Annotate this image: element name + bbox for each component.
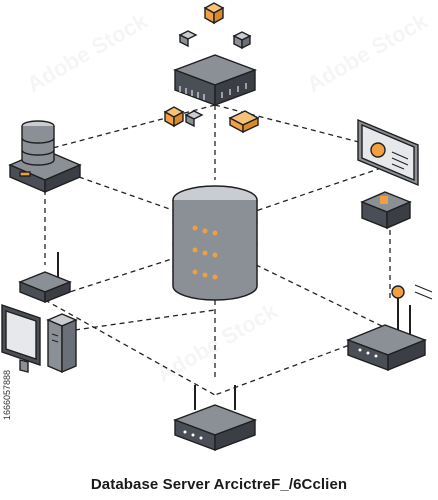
diagram-caption: Database Server ArcictreF_/6Cclien	[90, 476, 348, 493]
stock-id: 1666057888	[2, 370, 12, 421]
database-storage-icon	[8, 120, 82, 194]
network-switch-hub-icon	[163, 2, 260, 134]
web-browser-window-icon	[357, 118, 419, 187]
network-diagram	[1, 2, 433, 452]
central-database-server-icon	[172, 185, 258, 301]
server-tower-icon	[173, 385, 257, 452]
desktop-computer-icon	[1, 304, 78, 374]
secure-server-box-icon	[360, 191, 412, 230]
wireless-router-icon	[18, 252, 72, 304]
access-point-router-icon	[346, 284, 433, 372]
